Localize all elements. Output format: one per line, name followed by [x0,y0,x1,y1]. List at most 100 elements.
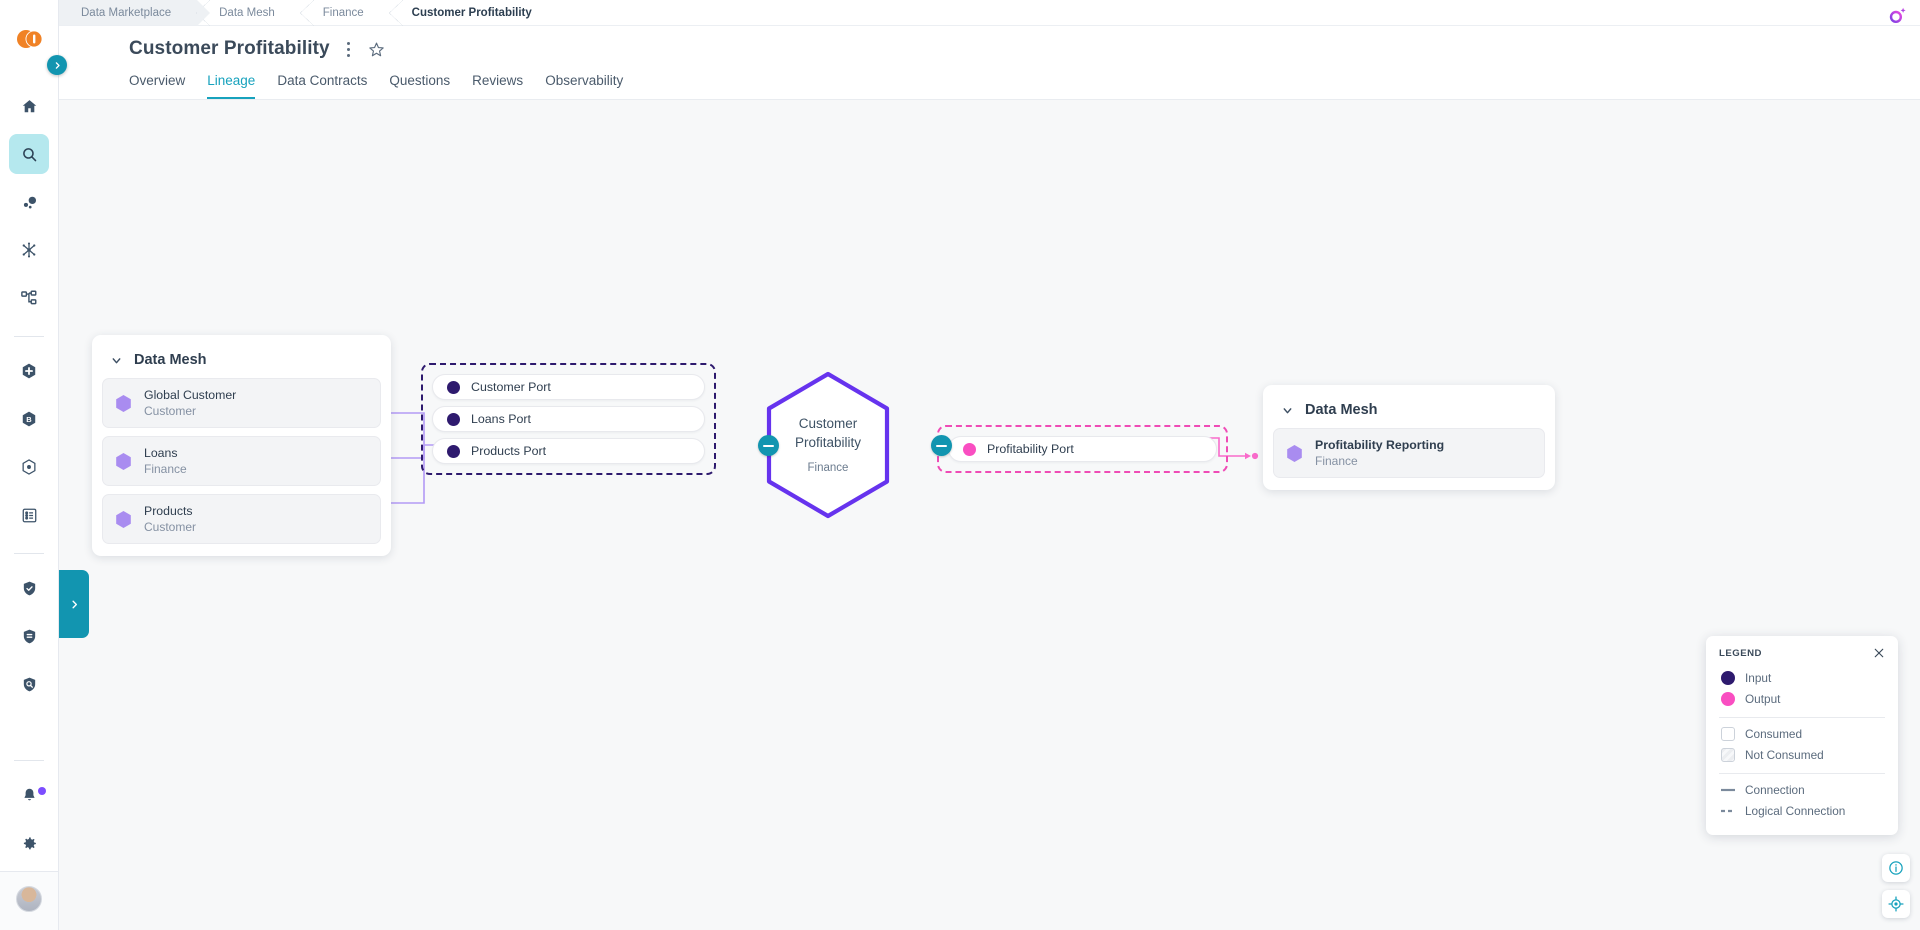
bell-icon[interactable] [9,775,49,815]
avatar[interactable] [16,886,42,912]
connection-legend-line [1721,788,1735,792]
hexagon-icon [1286,444,1303,463]
sidebar-item-target-hexagon[interactable] [9,447,49,487]
tab-questions[interactable]: Questions [389,73,450,99]
breadcrumb-item-1[interactable]: Data Mesh [197,0,301,25]
gear-icon[interactable] [9,823,49,863]
breadcrumb-item-2[interactable]: Finance [301,0,390,25]
legend-row-consumed: Consumed [1719,724,1885,745]
sidebar-item-shield-check[interactable] [9,568,49,608]
chevron-down-icon[interactable] [110,354,123,367]
port-loans[interactable]: Loans Port [432,406,705,432]
breadcrumb: Data Marketplace Data Mesh Finance Custo… [59,0,1920,26]
breadcrumb-item-0[interactable]: Data Marketplace [59,0,197,25]
rail-icon-list: B [0,86,58,712]
legend-label: Logical Connection [1745,804,1845,818]
input-port-dot [447,445,460,458]
legend-label: Not Consumed [1745,748,1824,762]
title-row: Customer Profitability [129,38,1920,60]
input-ports-group[interactable]: Customer Port Loans Port Products Port [421,363,716,475]
right-data-mesh-card[interactable]: Data Mesh Profitability Reporting Financ… [1263,385,1555,490]
product-logo[interactable] [12,22,46,56]
consumed-legend-box [1721,727,1735,741]
mesh-item-name: Global Customer [144,388,236,402]
sidebar-item-catalog-list[interactable] [9,495,49,535]
left-data-mesh-card[interactable]: Data Mesh Global Customer Customer [92,335,391,556]
hexagon-shape[interactable] [764,370,892,520]
legend-divider-2 [1719,773,1885,774]
main-region: Data Marketplace Data Mesh Finance Custo… [59,0,1920,930]
sidebar-item-add-hexagon[interactable] [9,351,49,391]
tab-observability[interactable]: Observability [545,73,623,99]
output-ports-group[interactable]: Profitability Port [937,425,1228,473]
sidebar-item-data-points[interactable] [9,182,49,222]
chevron-down-icon[interactable] [1281,404,1294,417]
info-icon[interactable] [1882,854,1910,882]
sidebar-item-network-graph[interactable] [9,230,49,270]
lineage-canvas[interactable]: Data Mesh Global Customer Customer [59,99,1920,930]
not-consumed-legend-box [1721,748,1735,762]
canvas-corner-buttons [1882,854,1910,918]
legend-row-not-consumed: Not Consumed [1719,745,1885,766]
legend-row-connection: Connection [1719,780,1885,801]
tab-lineage[interactable]: Lineage [207,73,255,99]
mesh-item-name: Profitability Reporting [1315,438,1444,452]
mesh-item-global-customer[interactable]: Global Customer Customer [102,378,381,428]
right-mesh-header[interactable]: Data Mesh [1273,395,1545,428]
notification-dot [38,787,46,795]
port-profitability[interactable]: Profitability Port [948,436,1217,462]
mesh-item-name: Loans [144,446,187,460]
mesh-item-text: Global Customer Customer [144,388,236,418]
mesh-item-products[interactable]: Products Customer [102,494,381,544]
tab-reviews[interactable]: Reviews [472,73,523,99]
hexagon-icon [115,394,132,413]
sidebar-item-search[interactable] [9,134,49,174]
star-outline-icon[interactable] [368,41,385,58]
sidebar-item-shield-search[interactable] [9,664,49,704]
port-products[interactable]: Products Port [432,438,705,464]
mesh-item-text: Products Customer [144,504,196,534]
tab-data-contracts[interactable]: Data Contracts [277,73,367,99]
rail-divider-2 [14,553,44,554]
node-right-collapser[interactable] [931,435,952,456]
rail-divider-3 [14,760,44,761]
mesh-item-domain: Customer [144,404,236,418]
sidebar-item-home[interactable] [9,86,49,126]
mesh-item-profitability-reporting[interactable]: Profitability Reporting Finance [1273,428,1545,478]
mesh-item-name: Products [144,504,196,518]
minus-icon [763,445,774,447]
output-port-dot [963,443,976,456]
left-mesh-header[interactable]: Data Mesh [102,345,381,378]
page-header: Customer Profitability Overview Lineage … [59,26,1920,99]
port-customer[interactable]: Customer Port [432,374,705,400]
mesh-item-domain: Finance [1315,454,1444,468]
kebab-menu-icon[interactable] [340,38,358,60]
minus-icon [936,445,947,447]
legend-divider-1 [1719,717,1885,718]
node-left-collapser[interactable] [758,435,779,456]
breadcrumb-label: Data Marketplace [81,7,171,19]
canvas-expand-handle[interactable] [59,570,89,638]
close-icon[interactable] [1873,647,1885,659]
user-avatar-wrapper[interactable] [0,871,58,930]
mesh-item-loans[interactable]: Loans Finance [102,436,381,486]
legend-label: Consumed [1745,727,1802,741]
port-label: Profitability Port [987,442,1074,456]
sidebar-expand-toggle[interactable] [47,55,67,75]
legend-panel[interactable]: LEGEND Input Output Consumed [1706,636,1898,835]
hexagon-icon [115,452,132,471]
input-port-dot [447,413,460,426]
mesh-item-domain: Customer [144,520,196,534]
sidebar-item-sitemap[interactable] [9,278,49,318]
tab-overview[interactable]: Overview [129,73,185,99]
recenter-icon[interactable] [1882,890,1910,918]
sidebar-item-shield-data[interactable] [9,616,49,656]
ai-sparkle-icon[interactable] [1884,2,1910,28]
page-title: Customer Profitability [129,38,330,60]
legend-label: Connection [1745,783,1805,797]
sidebar-item-business-hexagon[interactable]: B [9,399,49,439]
data-product-node[interactable]: Customer Profitability Finance [764,370,892,520]
breadcrumb-item-3[interactable]: Customer Profitability [390,0,558,25]
right-mesh-title: Data Mesh [1305,402,1378,418]
